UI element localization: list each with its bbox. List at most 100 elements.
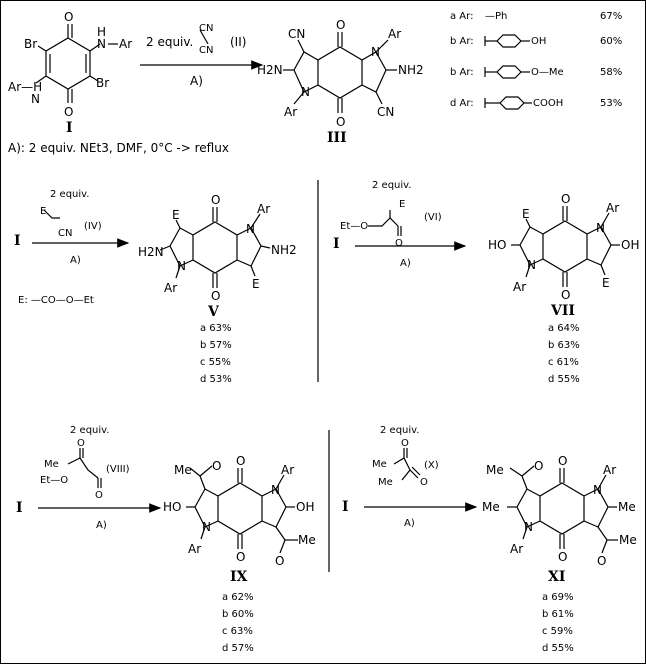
atom-O: O <box>95 490 103 501</box>
ar-row-group: O—Me <box>531 67 564 78</box>
atom-Me: Me <box>298 533 316 547</box>
atom-Ar: Ar <box>281 463 294 477</box>
compound-XI-structure <box>507 465 618 554</box>
label-compound-III: III <box>327 130 347 146</box>
atom-N: N <box>31 92 40 106</box>
compound-VII-structure <box>511 206 620 287</box>
condition-label: A) <box>70 255 81 266</box>
atom-N: N <box>177 259 186 273</box>
atom-E: E <box>399 199 405 210</box>
atom-OH: OH <box>296 500 314 514</box>
yields-IX: a 62% b 60% c 63% d 57% <box>222 592 254 654</box>
reagent-amount: 2 equiv. <box>70 425 109 436</box>
yield-entry: b 57% <box>200 340 232 351</box>
atom-HO: HO <box>488 238 506 252</box>
ar-row-group: —Ph <box>485 11 507 22</box>
label-compound-XI: XI <box>548 569 565 585</box>
label-compound-I: I <box>333 236 340 252</box>
label-compound-I: I <box>342 499 349 515</box>
atom-O: O <box>236 454 245 468</box>
atom-N: N <box>301 85 310 99</box>
yields-XI: a 69% b 61% c 59% d 55% <box>542 592 574 654</box>
ar-row-label: b Ar: <box>450 36 474 47</box>
atom-Me: Me <box>486 463 504 477</box>
atom-CN: CN <box>377 105 394 119</box>
atom-Ar: Ar <box>388 27 401 41</box>
atom-O: O <box>561 192 570 206</box>
reagent-amount: 2 equiv. <box>372 180 411 191</box>
reagent-IV-label: (IV) <box>84 221 102 232</box>
atom-NH2: NH2 <box>398 63 424 77</box>
atom-O: O <box>558 550 567 564</box>
atom-H2N: H2N <box>138 245 164 259</box>
atom-O: O <box>212 459 221 473</box>
atom-H2N: H2N <box>257 63 283 77</box>
yields-VII: a 64% b 63% c 61% d 55% <box>548 323 580 385</box>
atom-O: O <box>336 18 345 32</box>
atom-Ar: Ar <box>513 280 526 294</box>
atom-N: N <box>596 221 605 235</box>
condition-label: A) <box>400 258 411 269</box>
atom-E: E <box>602 276 610 290</box>
atom-EtO: Et—O <box>340 221 368 232</box>
reagent-amount: 2 equiv. <box>380 425 419 436</box>
atom-O: O <box>561 288 570 302</box>
reagent-VI-label: (VI) <box>424 212 442 223</box>
atom-N: N <box>524 520 533 534</box>
atom-E: E <box>252 277 260 291</box>
compound-IX-structure <box>186 465 298 554</box>
condition-label: A) <box>404 518 415 529</box>
atom-OH: OH <box>621 238 639 252</box>
yield-entry: a 69% <box>542 592 574 603</box>
yield-entry: a 64% <box>548 323 580 334</box>
atom-O: O <box>77 438 85 449</box>
reagent-II-structure <box>199 29 209 45</box>
ar-row-yield: 67% <box>600 11 622 22</box>
atom-O: O <box>64 10 73 24</box>
ar-substituent-table: a Ar: —Ph 67% b Ar: OH 60% b Ar: O—Me 58… <box>450 11 622 110</box>
ar-row-yield: 60% <box>600 36 622 47</box>
reagent-X-label: (X) <box>424 460 439 471</box>
e-definition: E: —CO—O—Et <box>18 295 94 306</box>
yields-V: a 63% b 57% c 55% d 53% <box>200 323 232 385</box>
label-compound-VII: VII <box>550 303 575 319</box>
label-compound-V: V <box>207 304 220 320</box>
compound-V-structure <box>159 207 271 288</box>
atom-O: O <box>420 477 428 488</box>
atom-O: O <box>275 554 284 568</box>
reaction-conditions: A): 2 equiv. NEt3, DMF, 0°C -> reflux <box>8 141 229 155</box>
atom-Ar: Ar <box>164 281 177 295</box>
atom-N: N <box>97 37 106 51</box>
condition-label: A) <box>96 520 107 531</box>
atom-N: N <box>593 483 602 497</box>
atom-N: N <box>527 258 536 272</box>
label-compound-IX: IX <box>230 569 248 585</box>
atom-E: E <box>40 206 46 217</box>
ar-row-label: d Ar: <box>450 98 474 109</box>
atom-O: O <box>211 193 220 207</box>
yield-entry: c 55% <box>200 357 231 368</box>
atom-Ar: Ar <box>606 201 619 215</box>
atom-Br: Br <box>96 76 109 90</box>
ar-row-label: b Ar: <box>450 67 474 78</box>
atom-E: E <box>522 207 530 221</box>
label-compound-I: I <box>16 500 23 516</box>
label-compound-I: I <box>14 233 21 249</box>
yield-entry: b 60% <box>222 609 254 620</box>
atom-Ar: Ar <box>188 542 201 556</box>
atom-Br: Br <box>24 37 37 51</box>
atom-Me: Me <box>174 463 192 477</box>
yield-entry: a 62% <box>222 592 254 603</box>
atom-O: O <box>211 289 220 303</box>
ar-row-group: OH <box>531 36 546 47</box>
atom-Me: Me <box>619 533 637 547</box>
label-compound-I: I <box>66 120 73 136</box>
atom-O: O <box>64 105 73 119</box>
ar-row-group: COOH <box>533 98 563 109</box>
atom-N: N <box>371 45 380 59</box>
atom-CN: CN <box>199 45 213 56</box>
ar-row-yield: 58% <box>600 67 622 78</box>
atom-E: E <box>172 208 180 222</box>
atom-O: O <box>236 550 245 564</box>
